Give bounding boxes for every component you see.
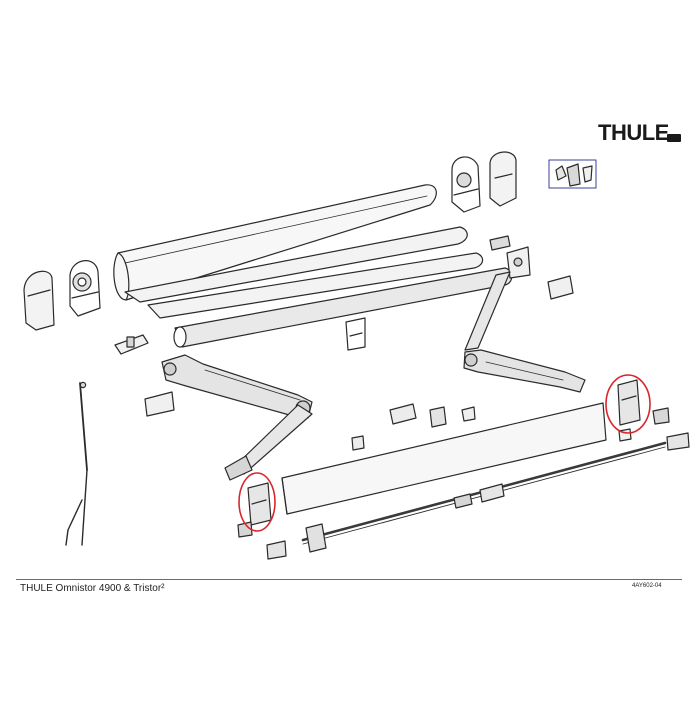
right-rail-end-cap — [617, 379, 641, 426]
right-top-connector — [489, 235, 511, 251]
left-gear-housing — [69, 260, 101, 317]
roller-profile-2 — [147, 252, 484, 319]
thule-logo: THULE — [598, 120, 669, 145]
left-arm-lower — [224, 404, 313, 481]
left-arm-upper — [161, 354, 313, 419]
cassette-front-cover — [113, 184, 437, 301]
left-rail-end-cap — [247, 482, 272, 526]
diagram-title: THULE Omnistor 4900 & Tristor² — [20, 583, 165, 594]
diagram-code: 4AY602-04 — [632, 583, 662, 589]
small-block-left — [144, 391, 175, 417]
footer-divider — [16, 579, 682, 580]
front-lead-rail — [281, 402, 607, 515]
right-gear-housing — [451, 156, 481, 213]
tension-bar — [301, 441, 667, 553]
right-arm-lower — [463, 349, 586, 393]
right-end-cap — [489, 151, 517, 207]
inset-bracket-parts — [555, 163, 593, 187]
highlight-left-end-cap — [238, 472, 276, 532]
center-bracket — [345, 317, 366, 351]
crank-handle — [65, 381, 88, 546]
roller-profile-1 — [124, 226, 468, 303]
inset-frame — [548, 159, 597, 189]
arm-end-cap-right — [547, 275, 574, 300]
highlight-right-end-cap — [605, 374, 651, 434]
right-shoulder-bracket — [506, 246, 531, 279]
bottom-left-plugs — [237, 521, 287, 560]
left-end-cap — [23, 270, 55, 331]
right-arm-upper — [464, 271, 511, 351]
right-end-plugs — [618, 407, 690, 451]
thule-logo-mark — [667, 134, 681, 142]
left-shoulder-connector — [114, 334, 149, 355]
clip-parts-center — [351, 403, 476, 451]
